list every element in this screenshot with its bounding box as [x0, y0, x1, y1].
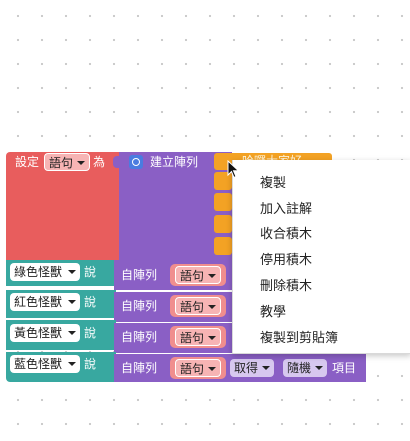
from-list-label: 自陣列	[121, 361, 158, 375]
variable-name: 語句	[180, 362, 205, 376]
text-item-block[interactable]	[214, 172, 232, 190]
say-label: 說	[84, 357, 97, 371]
variable-name: 語句	[180, 269, 205, 283]
menu-item-copy-to-clipboard[interactable]: 複製到剪貼簿	[260, 331, 339, 346]
variable-dropdown[interactable]: 語句	[175, 328, 221, 346]
monster-dropdown[interactable]: 黃色怪獸	[10, 324, 80, 342]
monster-dropdown[interactable]: 藍色怪獸	[10, 355, 80, 373]
chevron-down-icon	[68, 362, 76, 366]
set-as-keyword: 為	[93, 155, 106, 169]
variable-dropdown[interactable]: 語句	[175, 297, 221, 315]
monster-dropdown[interactable]: 紅色怪獸	[10, 293, 80, 311]
monster-name: 紅色怪獸	[14, 295, 63, 309]
menu-item-delete-block[interactable]: 刪除積木	[260, 279, 313, 294]
position-value: 隨機	[287, 361, 312, 375]
position-dropdown[interactable]: 隨機	[283, 359, 327, 377]
chevron-down-icon	[68, 270, 76, 274]
get-mode-value: 取得	[234, 361, 259, 375]
set-keyword: 設定	[15, 155, 40, 169]
chevron-down-icon	[262, 366, 270, 370]
from-list-label: 自陣列	[121, 299, 158, 313]
monster-dropdown[interactable]: 綠色怪獸	[10, 263, 80, 281]
chevron-down-icon	[208, 274, 216, 278]
monster-name: 綠色怪獸	[14, 265, 63, 279]
menu-item-duplicate[interactable]: 複製	[260, 176, 287, 191]
monster-name: 藍色怪獸	[14, 357, 63, 371]
variable-dropdown[interactable]: 語句	[175, 359, 221, 377]
menu-item-collapse-block[interactable]: 收合積木	[260, 227, 313, 242]
set-variable-name: 語句	[49, 156, 74, 170]
say-label: 說	[84, 265, 97, 279]
context-menu: 複製 加入註解 收合積木 停用積木 刪除積木 教學 複製到剪貼簿	[232, 160, 410, 354]
variable-name: 語句	[180, 331, 205, 345]
variable-name: 語句	[180, 300, 205, 314]
chevron-down-icon	[208, 367, 216, 371]
say-label: 說	[84, 295, 97, 309]
menu-item-add-comment[interactable]: 加入註解	[260, 202, 313, 217]
list-block-connector	[113, 156, 121, 168]
menu-item-help[interactable]: 教學	[260, 305, 287, 320]
text-item-block[interactable]	[214, 193, 232, 211]
monster-name: 黃色怪獸	[14, 326, 63, 340]
create-list-block[interactable]	[119, 152, 232, 260]
from-list-label: 自陣列	[121, 330, 158, 344]
variable-dropdown[interactable]: 語句	[175, 266, 221, 284]
from-list-label: 自陣列	[121, 268, 158, 282]
chevron-down-icon	[68, 331, 76, 335]
chevron-down-icon	[208, 305, 216, 309]
chevron-down-icon	[77, 161, 85, 165]
text-item-block[interactable]	[214, 215, 232, 233]
menu-item-disable-block[interactable]: 停用積木	[260, 253, 313, 268]
chevron-down-icon	[315, 366, 323, 370]
get-mode-dropdown[interactable]: 取得	[230, 359, 274, 377]
say-label: 說	[84, 326, 97, 340]
text-item-block[interactable]	[214, 237, 232, 255]
chevron-down-icon	[68, 300, 76, 304]
item-label: 項目	[332, 361, 357, 375]
set-variable-dropdown[interactable]: 語句	[44, 153, 90, 171]
mouse-cursor-icon	[227, 160, 240, 179]
gear-icon[interactable]	[129, 155, 143, 169]
create-list-label: 建立陣列	[150, 155, 199, 169]
chevron-down-icon	[208, 336, 216, 340]
